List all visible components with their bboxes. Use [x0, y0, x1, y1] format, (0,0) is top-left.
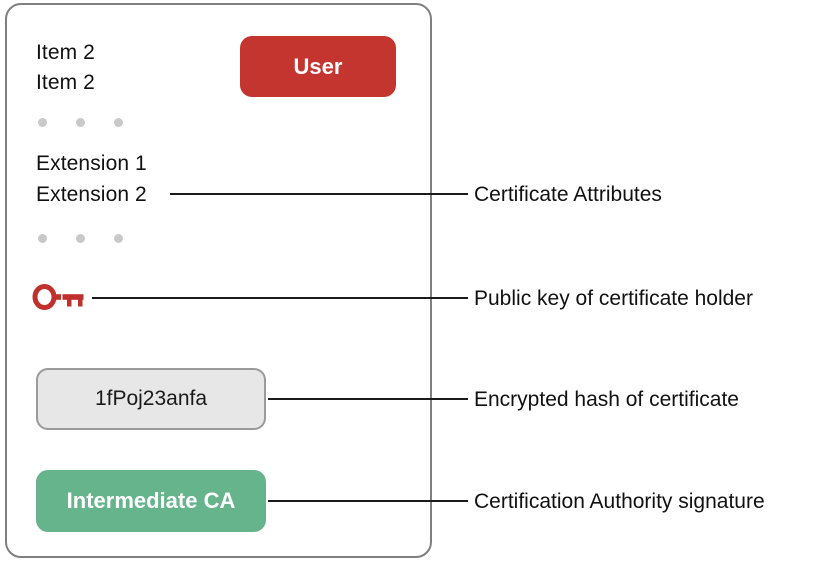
callout-encrypted-hash: Encrypted hash of certificate — [474, 388, 739, 411]
encrypted-hash-label: 1fPoj23anfa — [94, 387, 208, 410]
callout-ca-signature: Certification Authority signature — [474, 490, 765, 513]
leader-line-ca-signature — [268, 500, 468, 502]
certificate-item-2: Item 2 — [36, 71, 95, 94]
callout-certificate-attributes: Certificate Attributes — [474, 183, 662, 206]
public-key-icon — [32, 283, 90, 311]
ellipsis-row-1 — [38, 118, 123, 127]
intermediate-ca-box: Intermediate CA — [36, 470, 266, 532]
leader-line-public-key — [92, 297, 468, 299]
ellipsis-dot — [114, 118, 123, 127]
ellipsis-dot — [76, 234, 85, 243]
certificate-extension-2: Extension 2 — [36, 183, 147, 206]
intermediate-ca-label: Intermediate CA — [66, 488, 236, 513]
callout-public-key: Public key of certificate holder — [474, 287, 753, 310]
ellipsis-dot — [38, 118, 47, 127]
ellipsis-dot — [114, 234, 123, 243]
user-box: User — [240, 36, 396, 97]
ellipsis-row-2 — [38, 234, 123, 243]
leader-line-certificate-attributes — [170, 193, 468, 195]
user-box-label: User — [293, 53, 343, 79]
leader-line-encrypted-hash — [268, 398, 468, 400]
certificate-extension-1: Extension 1 — [36, 152, 147, 175]
encrypted-hash-box: 1fPoj23anfa — [36, 368, 266, 430]
ellipsis-dot — [76, 118, 85, 127]
ellipsis-dot — [38, 234, 47, 243]
certificate-item-1: Item 2 — [36, 41, 95, 64]
